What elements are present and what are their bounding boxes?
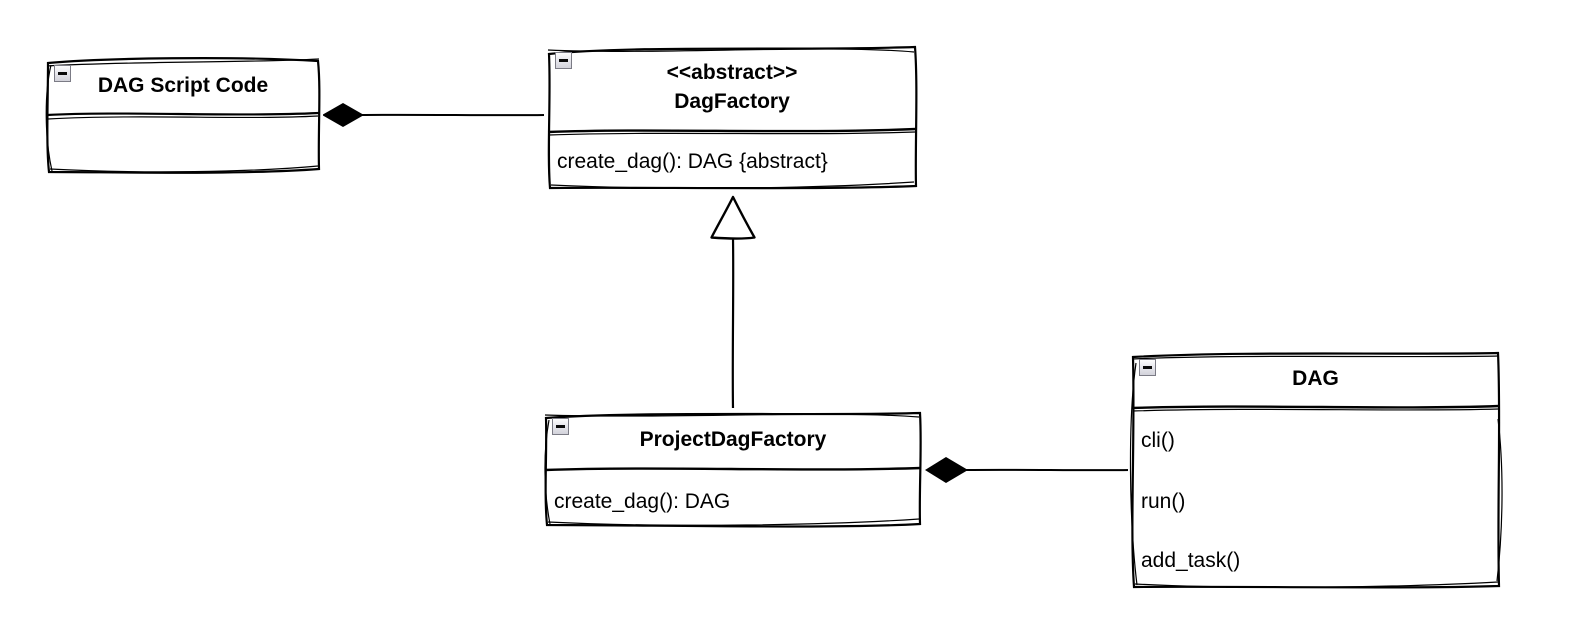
class-method: run() bbox=[1141, 490, 1186, 513]
class-name: DAG bbox=[1292, 367, 1339, 390]
collapse-icon[interactable] bbox=[1139, 359, 1156, 376]
class-box-dag-factory[interactable]: <<abstract>> DagFactory create_dag(): DA… bbox=[544, 42, 920, 192]
class-name: ProjectDagFactory bbox=[639, 427, 827, 451]
minus-icon bbox=[556, 425, 565, 428]
class-method: cli() bbox=[1141, 429, 1175, 452]
minus-icon bbox=[559, 59, 568, 62]
generalization-triangle bbox=[710, 195, 756, 240]
class-box-project-dag-factory[interactable]: ProjectDagFactory create_dag(): DAG bbox=[541, 408, 925, 530]
class-box-dag[interactable]: DAG cli() run() add_task() bbox=[1128, 349, 1503, 591]
composition-link-projectdagfactory-dag[interactable] bbox=[925, 457, 1131, 483]
composition-diamond bbox=[322, 103, 364, 127]
class-box-dag-script-code[interactable]: DAG Script Code bbox=[43, 55, 323, 177]
composition-link-dagscriptcode-dagfactory[interactable] bbox=[322, 103, 546, 127]
class-method: create_dag(): DAG bbox=[554, 490, 731, 513]
minus-icon bbox=[1143, 366, 1152, 369]
collapse-icon[interactable] bbox=[552, 418, 569, 435]
composition-diamond bbox=[925, 457, 968, 483]
class-method: create_dag(): DAG {abstract} bbox=[557, 150, 828, 173]
collapse-icon[interactable] bbox=[54, 65, 71, 82]
generalization-link-projectdagfactory-dagfactory[interactable] bbox=[710, 195, 756, 410]
class-name: DagFactory bbox=[674, 90, 790, 113]
collapse-icon[interactable] bbox=[555, 52, 572, 69]
class-stereotype: <<abstract>> bbox=[666, 61, 798, 84]
class-name: DAG Script Code bbox=[97, 73, 269, 97]
class-method: add_task() bbox=[1141, 549, 1241, 572]
minus-icon bbox=[58, 72, 67, 75]
